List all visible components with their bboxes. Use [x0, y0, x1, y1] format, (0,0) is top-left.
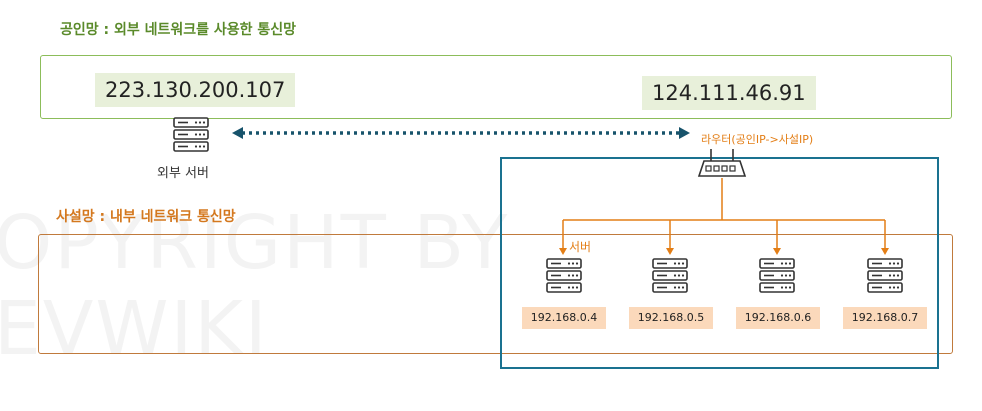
router-icon — [697, 149, 747, 177]
server-icon-4 — [867, 258, 903, 293]
private-ip-4: 192.168.0.7 — [843, 307, 927, 329]
server-icon-3 — [759, 258, 795, 293]
watermark-line-2: EVWIKI — [0, 286, 269, 372]
private-ip-2: 192.168.0.5 — [629, 307, 713, 329]
watermark-line-1: OPYRIGHT BY — [0, 200, 510, 286]
server-icon-2 — [652, 258, 688, 293]
public-network-title: 공인망 : 외부 네트워크를 사용한 통신망 — [60, 22, 297, 38]
private-network-box — [38, 234, 953, 354]
public-network-box — [40, 55, 952, 119]
server-icon-1 — [546, 258, 582, 293]
private-ip-3: 192.168.0.6 — [736, 307, 820, 329]
private-network-title: 사설망 : 내부 네트워크 통신망 — [56, 209, 236, 225]
public-ip-left: 223.130.200.107 — [95, 73, 296, 107]
server-label: 서버 — [569, 240, 592, 254]
private-ip-1: 192.168.0.4 — [522, 307, 606, 329]
router-link-arrowheads — [559, 248, 889, 255]
router-links — [562, 178, 886, 249]
public-ip-right: 124.111.46.91 — [642, 76, 816, 110]
external-server-icon — [173, 117, 209, 152]
router-label: 라우터(공인IP->사설IP) — [701, 133, 814, 146]
watermark: OPYRIGHT BY EVWIKI — [0, 200, 509, 372]
connection-arrow — [232, 127, 690, 139]
internal-highlight-box — [500, 157, 939, 369]
external-server-label: 외부 서버 — [157, 166, 209, 181]
